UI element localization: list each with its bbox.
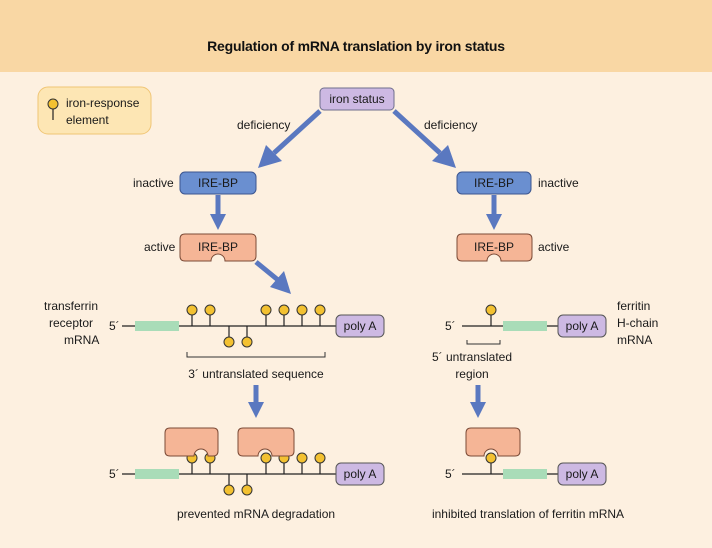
left-active-label: active: [144, 240, 176, 254]
ire-element: [241, 325, 253, 348]
ire-element: [204, 304, 216, 327]
transferrin-five-prime-top: 5´: [109, 319, 120, 333]
five-prime-utr-bracket: [466, 340, 501, 345]
legend: iron-response element: [37, 86, 152, 135]
left-outcome-arrow: [248, 385, 264, 418]
ire-element: [223, 325, 235, 348]
five-prime-utr-label-line1: 5´ untranslated: [432, 350, 512, 364]
ire-element: [314, 304, 326, 327]
left-inactive-box-label: IRE-BP: [198, 176, 238, 190]
ire-element: [186, 304, 198, 327]
poly-a-box-top-left: [335, 314, 385, 338]
iron-status-box: [319, 87, 395, 111]
ire-element: [260, 452, 272, 475]
poly-a-label-top-right: poly A: [566, 319, 599, 333]
prevented-degradation-label: prevented mRNA degradation: [177, 507, 335, 521]
left-activate-arrow: [210, 195, 226, 230]
inhibited-translation-label: inhibited translation of ferritin mRNA: [432, 507, 624, 521]
ire-element: [485, 304, 497, 327]
transferrin-coding-region-bottom: [135, 469, 179, 479]
left-inactive-box: [179, 171, 257, 195]
left-active-ire-bp: IRE-BP: [179, 233, 257, 262]
deficiency-arrow-right: [392, 109, 456, 168]
legend-box: [37, 86, 152, 135]
poly-a-box-bottom-right: [557, 462, 607, 486]
ferritin-label-line2: H-chain: [617, 316, 658, 330]
right-inactive-ire-bp: IRE-BP: [456, 171, 532, 195]
ire-element: [241, 473, 253, 496]
ferritin-coding-region-bottom: [503, 469, 547, 479]
five-prime-utr-label-line2: region: [455, 367, 488, 381]
poly-a-label-bottom-left: poly A: [344, 467, 377, 481]
deficiency-label-right: deficiency: [424, 118, 477, 132]
bound-ire-bp: [237, 427, 295, 457]
transferrin-label-line2: receptor: [49, 316, 93, 330]
left-inactive-ire-bp: IRE-BP: [179, 171, 257, 195]
transferrin-mrna-top: transferrin receptor mRNA 5´ poly A 3´ u…: [44, 299, 385, 381]
ire-element: [296, 452, 308, 475]
diagram-title: Regulation of mRNA translation by iron s…: [207, 38, 505, 54]
ferritin-five-prime-bottom: 5´: [445, 467, 456, 481]
bound-ire-bp: [465, 427, 521, 457]
ire-element: [296, 304, 308, 327]
three-prime-utr-bracket: [186, 352, 326, 358]
poly-a-box-bottom-left: [335, 462, 385, 486]
poly-a-label-top-left: poly A: [344, 319, 377, 333]
ire-element: [260, 304, 272, 327]
transferrin-coding-region-top: [135, 321, 179, 331]
ire-element: [278, 304, 290, 327]
three-prime-utr-label: 3´ untranslated sequence: [188, 367, 324, 381]
right-active-ire-bp: IRE-BP: [456, 233, 533, 262]
iron-status-label: iron status: [329, 92, 384, 106]
ferritin-label-line3: mRNA: [617, 333, 652, 347]
right-active-label: active: [538, 240, 570, 254]
left-active-box-label: IRE-BP: [198, 240, 238, 254]
bound-ire-bp: [164, 427, 219, 457]
poly-a-label-bottom-right: poly A: [566, 467, 599, 481]
deficiency-label-left: deficiency: [237, 118, 290, 132]
ferritin-mrna-bottom: 5´ poly A inhibited translation of ferri…: [432, 427, 624, 521]
ire-element: [485, 452, 497, 475]
ferritin-coding-region-top: [503, 321, 547, 331]
deficiency-arrow-left: [258, 109, 322, 168]
right-active-box: [456, 233, 533, 262]
transferrin-mrna-bottom: 5´ poly A prevented mRNA degradation: [109, 427, 385, 521]
right-activate-arrow: [486, 195, 502, 230]
right-inactive-label: inactive: [538, 176, 579, 190]
right-active-box-label: IRE-BP: [474, 240, 514, 254]
right-inactive-box: [456, 171, 532, 195]
right-inactive-box-label: IRE-BP: [474, 176, 514, 190]
legend-label-line2: element: [66, 113, 109, 127]
binding-arrow-left: [254, 260, 291, 294]
left-active-box: [179, 233, 257, 262]
ferritin-five-prime-top: 5´: [445, 319, 456, 333]
ferritin-mrna-top: 5´ poly A ferritin H-chain mRNA 5´ untra…: [432, 299, 658, 381]
ferritin-label-line1: ferritin: [617, 299, 650, 313]
left-inactive-label: inactive: [133, 176, 174, 190]
legend-label-line1: iron-response: [66, 96, 140, 110]
ire-element: [314, 452, 326, 475]
right-outcome-arrow: [470, 385, 486, 418]
transferrin-five-prime-bottom: 5´: [109, 467, 120, 481]
legend-ire-icon: [47, 98, 59, 110]
ire-element: [223, 473, 235, 496]
iron-status-node: iron status: [319, 87, 395, 111]
transferrin-label-line3: mRNA: [64, 333, 99, 347]
poly-a-box-top-right: [557, 314, 607, 338]
title-bar: Regulation of mRNA translation by iron s…: [0, 0, 712, 72]
transferrin-label-line1: transferrin: [44, 299, 98, 313]
